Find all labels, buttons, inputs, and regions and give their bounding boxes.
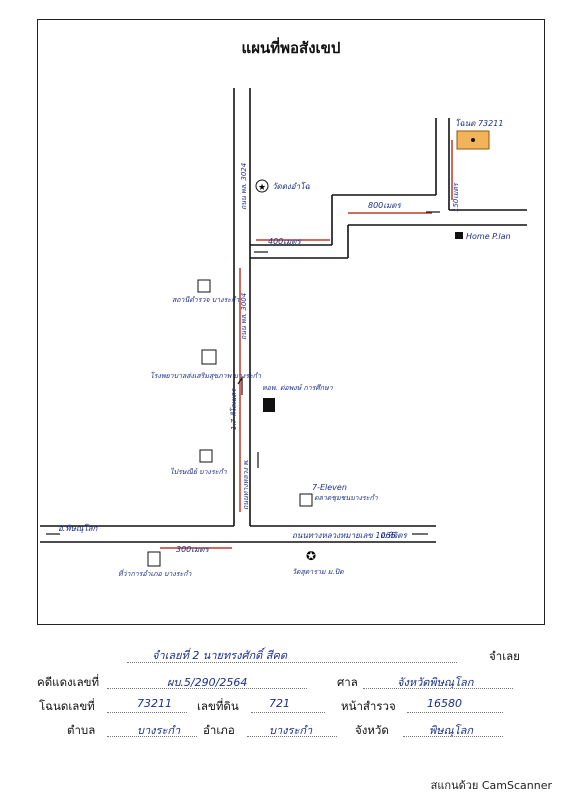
label-seven-eleven: 7-Eleven xyxy=(312,483,347,492)
label-road-3004: ถนน พล. 3004 xyxy=(240,293,248,340)
map-drawing: ★ ✪ โฉนด 73211 150เมตร วัดดงอำโฉ 800เมตร… xyxy=(40,88,527,578)
deed-label: โฉนดเลขที่ xyxy=(39,699,95,713)
court-value: จังหวัดพิษณุโลก xyxy=(397,676,474,689)
police-icon xyxy=(197,279,211,293)
red-case-label: คดีแดงเลขที่ xyxy=(37,675,100,689)
camscanner-watermark: สแกนด้วย CamScanner xyxy=(430,779,552,792)
svg-text:★: ★ xyxy=(258,183,266,193)
survey-value: 16580 xyxy=(427,697,462,710)
map-title: แผนที่พอสังเขป xyxy=(241,39,341,57)
label-road-3024: ถนน พล. 3024 xyxy=(240,163,248,210)
province-label: จังหวัด xyxy=(355,723,389,737)
arrow-up-main xyxy=(237,376,243,395)
province-value: พิษณุโลก xyxy=(429,724,474,737)
case-form: จำเลยที่ 2 นายทรงศักดิ์ สีคด จำเลย คดีแด… xyxy=(37,636,545,744)
court-label: ศาล xyxy=(337,675,358,689)
label-hospital: โรงพยาบาลส่งเสริมสุขภาพ บางระกำ xyxy=(150,371,262,380)
label-district-office: ที่ว่าการอำเภอ บางระกำ xyxy=(118,568,193,578)
header-caption: จำเลย xyxy=(489,649,520,663)
label-police: สถานีตำรวจ บางระกำ xyxy=(172,296,240,304)
survey-label: หน้าสำรวจ xyxy=(341,699,396,713)
label-home-plan: Home P.lan xyxy=(466,232,511,241)
subdistrict-label: ตำบล xyxy=(67,723,96,737)
land-no-label: เลขที่ดิน xyxy=(197,699,239,713)
subdistrict-value: บางระกำ xyxy=(137,724,181,737)
label-market: ตลาดชุมชนบางระกำ xyxy=(314,494,379,502)
label-temple-top: วัดดงอำโฉ xyxy=(272,181,310,191)
label-400: 400เมตร xyxy=(268,237,302,246)
temple-top-icon xyxy=(255,179,269,193)
temple-bottom-icon: ✪ xyxy=(306,549,316,563)
office-icon xyxy=(199,449,213,463)
red-case-value: ผบ.5/290/2564 xyxy=(167,676,248,689)
label-highway: ถนนทางหลวงหมายเลข 1065 xyxy=(292,531,396,540)
district-office-icon xyxy=(147,551,161,567)
label-300: 300เมตร xyxy=(176,545,210,554)
label-school: หอพ. ต่อพงษ์ การศึกษา xyxy=(262,383,334,392)
home-plan-icon xyxy=(455,232,463,239)
label-target: โฉนด 73211 xyxy=(455,118,503,128)
label-temple-bottom: วัดสุดาราม ม.ปิด xyxy=(292,568,344,576)
header-value: จำเลยที่ 2 นายทรงศักดิ์ สีคด xyxy=(152,649,287,662)
label-150: 150เมตร xyxy=(452,182,460,212)
map-frame xyxy=(37,19,545,625)
label-office: ไปรษณีย์ บางระกำ xyxy=(170,467,228,476)
label-road-lower: ถนนทางหลวง พ. xyxy=(242,459,250,510)
label-dir-left: อ.พิษณุโลก xyxy=(58,523,99,534)
deed-value: 73211 xyxy=(137,697,172,710)
land-no-value: 721 xyxy=(269,697,290,710)
school-icon xyxy=(263,398,275,412)
seven-eleven-icon xyxy=(299,493,313,507)
district-label: อำเภอ xyxy=(203,723,235,737)
label-800: 800เมตร xyxy=(368,201,402,210)
target-marker xyxy=(471,138,475,142)
label-dir-right: อ.พิจิตร xyxy=(380,531,409,540)
label-1-7km: 1.7 กิโลเมตร xyxy=(229,388,238,430)
district-value: บางระกำ xyxy=(269,724,313,737)
hospital-icon xyxy=(201,349,217,365)
